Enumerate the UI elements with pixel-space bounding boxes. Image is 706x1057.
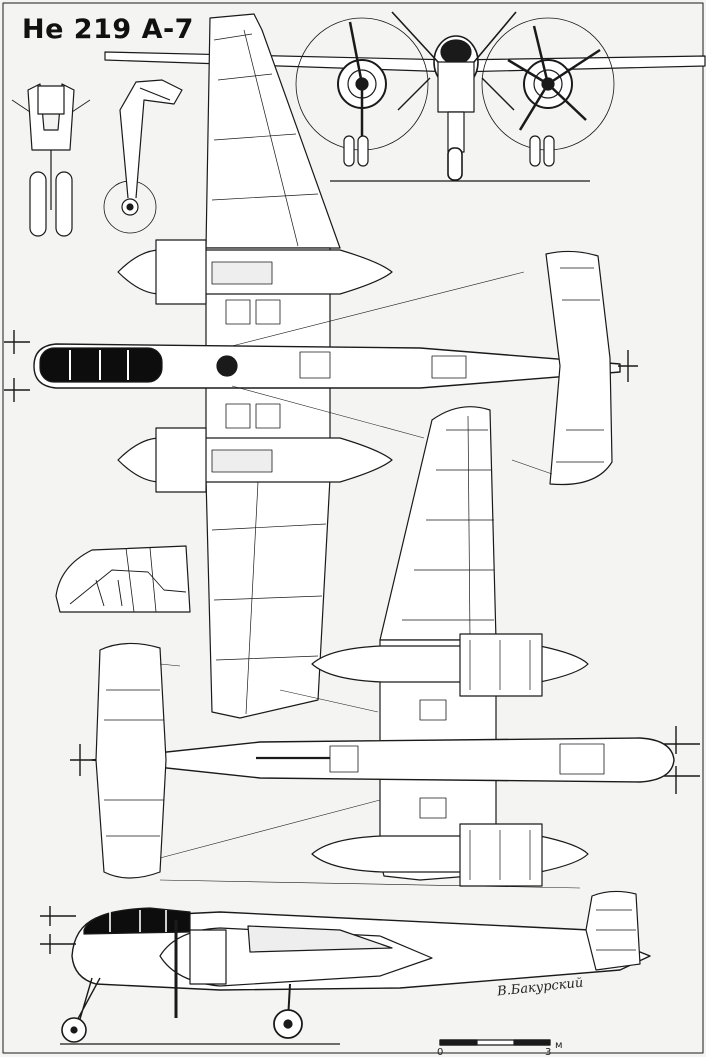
plan-view-upper	[4, 13, 638, 719]
scale-start-label: 0	[437, 1047, 444, 1057]
cockpit-detail	[55, 545, 191, 613]
drawing-title: He 219 A-7	[22, 14, 194, 45]
front-view	[104, 11, 706, 182]
scale-unit-label: м	[555, 1040, 563, 1051]
main-gear-detail	[103, 79, 183, 234]
scale-bar	[439, 1039, 551, 1046]
scale-end-label: 3	[545, 1047, 552, 1057]
side-view	[40, 879, 651, 1045]
plan-view-lower	[70, 406, 700, 887]
nose-gear-detail	[11, 83, 91, 237]
